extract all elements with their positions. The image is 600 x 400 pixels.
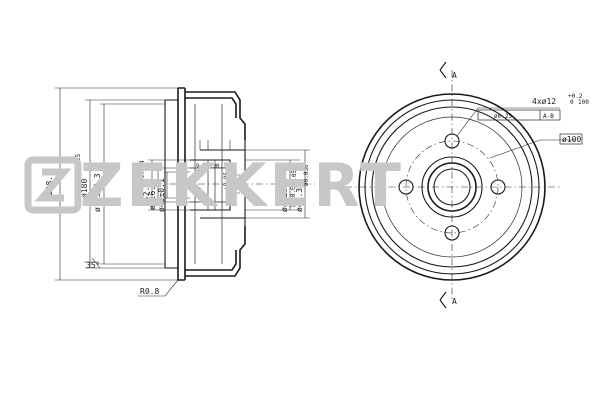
hole-spec-leader (456, 107, 560, 137)
dim-inner-179 (100, 103, 165, 265)
dim-center (230, 174, 240, 194)
pcd-box (559, 133, 583, 145)
drum-outer-circle (358, 93, 546, 281)
bolt-hole-right (490, 179, 506, 195)
pcd-circle (405, 140, 499, 234)
drum-inner-circle (371, 106, 533, 268)
drum-face-circle (381, 116, 523, 258)
pcd-text: ø100 (562, 135, 581, 144)
hub-bore-circle (433, 168, 471, 206)
front-view: A A 4xø12 +0.2 0 100 ø0.25 A-B ø100 (345, 61, 589, 309)
label-drum-inner: ø180 (80, 179, 89, 198)
label-small-c: 0.3 (216, 163, 227, 170)
dim-inner-180 (85, 99, 165, 269)
label-hub-bore-tol: +0.114 (139, 160, 146, 182)
hole-tol-b-text: 0 (570, 99, 574, 106)
position-tol-text: ø0.25 (494, 113, 512, 120)
dim-hub-b (164, 171, 190, 199)
label-right-big: 12±0.05 (290, 182, 297, 208)
side-section-view: ø208.5 ø180 +0.25 ø179±0.3 ø52.5 +0.114 … (45, 87, 315, 297)
dim-small-top (199, 140, 231, 150)
datum-text: A-B (543, 113, 554, 120)
label-pilot-b: ø49.3 (295, 188, 304, 212)
label-inner-ref: ø179±0.3 (93, 173, 102, 212)
bolt-hole-top (444, 133, 460, 149)
section-label-bottom: A (452, 297, 457, 306)
logo-mark-z-icon (34, 168, 72, 202)
bolt-hole-bottom (444, 225, 460, 241)
dim-pilot (245, 159, 300, 211)
section-arrow-bottom (439, 291, 447, 309)
logo-mark-icon (24, 156, 82, 214)
label-hub-bore: ø52.5 (142, 182, 151, 206)
section-arrow-top (439, 61, 447, 79)
hub-outer-circle (421, 156, 483, 218)
label-small-a: 9 (196, 163, 200, 170)
hole-spec-text: 4xø12 (532, 97, 556, 106)
drum-rim-circle (364, 99, 540, 275)
dim-outer (55, 87, 178, 281)
logo-text: ZEKKERT (80, 151, 404, 221)
label-hub-a: ø316.6 (148, 181, 157, 210)
dim-hub-a (155, 167, 190, 203)
dim-radius-leader (138, 279, 179, 297)
dim-chamfer (84, 257, 101, 269)
label-pilot: ø40±0.1 (280, 178, 289, 212)
label-chamfer: 35° (86, 261, 100, 270)
section-label-top: A (452, 71, 457, 80)
label-hub-b: ø45±0.1 (157, 178, 166, 212)
hole-tol-text: +0.2 (568, 93, 583, 100)
label-center-tol: +0.05 (223, 172, 230, 190)
label-small-b: 0.2 (206, 163, 217, 170)
tolerance-frame (477, 109, 561, 121)
pcd-leader (489, 139, 575, 159)
label-flange-height: ø0.05 (291, 170, 298, 188)
hub-inner-lines (190, 160, 228, 210)
drum-bottom-profile (185, 226, 246, 277)
label-center: ø (226, 189, 235, 194)
zekkert-logo: ZEKKERT (24, 151, 404, 221)
label-radius: R0.8 (140, 287, 159, 296)
dim-pilot-b (245, 149, 310, 219)
drum-top-profile (185, 91, 246, 140)
hole-pcd-text: 100 (578, 99, 589, 106)
bolt-hole-left (398, 179, 414, 195)
dim-hub-bore (148, 159, 190, 211)
hub-body (190, 140, 246, 226)
hub-ring-circle (427, 162, 477, 212)
label-right-small: ø0.050 (303, 164, 310, 186)
